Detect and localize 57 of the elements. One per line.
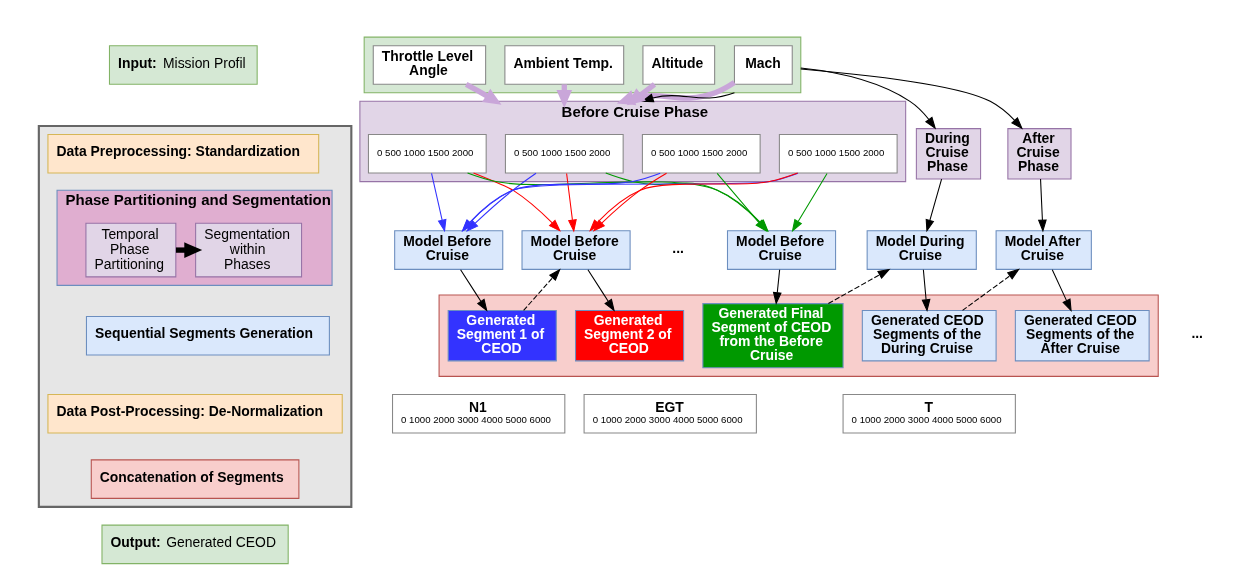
arrow: [772, 269, 782, 305]
label: ...: [1191, 325, 1203, 342]
node-box: Model Before Cruise: [726, 230, 837, 270]
arrow: [921, 269, 931, 313]
cluster: [438, 294, 1159, 377]
node-box: 0 500 1000 1500 2000: [367, 133, 487, 174]
node-box: EGT 0 1000 2000 3000 4000 5000 6000: [583, 394, 757, 434]
node-box: Input: Mission Profil: [108, 45, 258, 85]
arrow: [587, 269, 615, 312]
arrow: [464, 81, 502, 105]
arrow: [1051, 269, 1072, 312]
cluster: [37, 124, 353, 508]
arrow: [800, 68, 1023, 130]
node-box: Generated CEOD Segments of the After Cruise: [1014, 310, 1150, 362]
label: ...: [672, 239, 684, 256]
node-box: 0 500 1000 1500 2000: [504, 133, 624, 174]
arrow: [605, 172, 769, 232]
node-box: Generated Segment 2 of CEOD: [575, 310, 685, 362]
node-box: Ambient Temp.: [504, 45, 625, 85]
arrow: [566, 172, 577, 233]
arrow: [800, 67, 937, 130]
arrow: [640, 92, 735, 103]
arrow: [431, 172, 447, 233]
node-box: 0 500 1000 1500 2000: [778, 133, 898, 174]
node-box: After Cruise Phase: [1007, 128, 1072, 180]
node-box: Generated Segment 1 of CEOD: [447, 310, 557, 362]
node-box: N1 0 1000 2000 3000 4000 5000 6000: [392, 394, 566, 434]
node-box: Model After Cruise: [995, 230, 1092, 270]
node-box: Generated CEOD Segments of the During Cruise: [861, 310, 997, 362]
node-box: Throttle Level Angle: [372, 45, 487, 85]
node-box: Mach: [733, 45, 793, 85]
arrow: [626, 82, 657, 106]
node-box: Altitude: [642, 45, 716, 85]
arrow: [592, 172, 668, 232]
node-box: Model During Cruise: [866, 230, 977, 270]
node-box: Sequential Segments Generation: [85, 315, 330, 356]
node-box: Generated Final Segment of CEOD from the Before Cruise: [702, 303, 844, 369]
node-box: Model Before Cruise: [521, 230, 631, 270]
node-box: Data Preprocessing: Standardization: [47, 133, 320, 174]
arrow: [523, 268, 561, 311]
node-box: Model Before Cruise: [394, 230, 504, 270]
node-box: Temporal Phase Partitioning: [85, 222, 177, 278]
arrow: [925, 178, 943, 233]
arrow: [1037, 178, 1047, 233]
node-box: Data Post-Processing: De-Normalization: [47, 394, 343, 434]
node-box: T 0 1000 2000 3000 4000 5000 6000: [842, 394, 1016, 434]
node-box: 0 500 1000 1500 2000: [641, 133, 761, 174]
arrow: [791, 172, 828, 233]
node-box: Segmentation within Phases: [195, 222, 303, 278]
arrow: [827, 268, 891, 305]
node-box: During Cruise Phase: [915, 128, 982, 180]
arrow: [473, 172, 561, 232]
arrow: [460, 269, 488, 312]
node-box: Output: Generated CEOD: [101, 524, 289, 565]
arrow: [716, 172, 768, 232]
arrow: [616, 80, 736, 106]
node-box: Concatenation of Segments: [90, 459, 300, 499]
